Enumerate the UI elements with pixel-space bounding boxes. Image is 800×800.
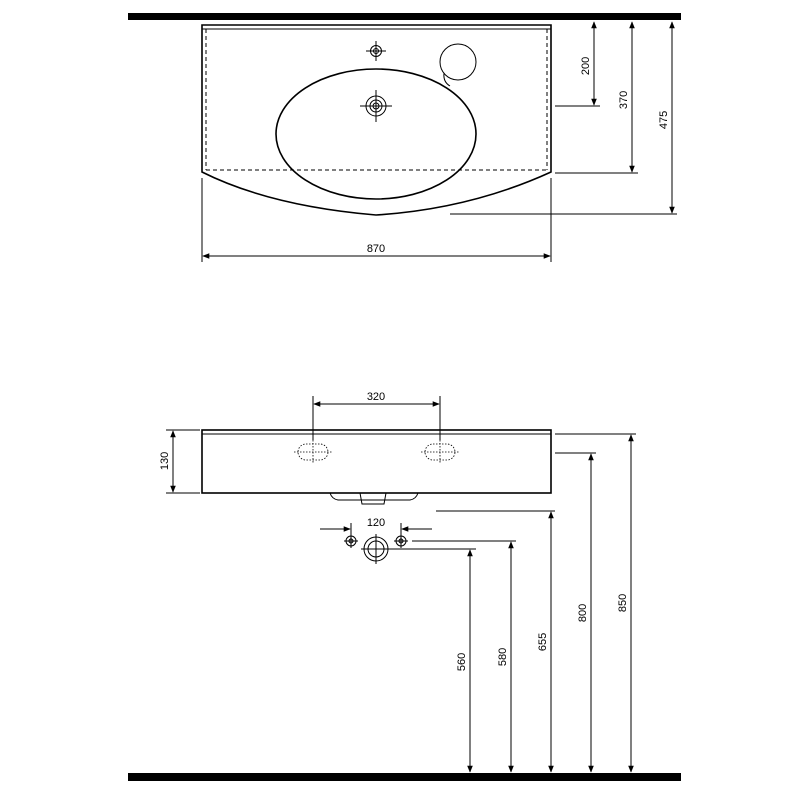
- dim-130: 130: [159, 429, 200, 494]
- cold-valve-icon: [394, 534, 408, 548]
- front-view: 320 130: [128, 391, 681, 781]
- dim-370-label: 370: [618, 91, 630, 109]
- dim-800-label: 800: [577, 604, 589, 622]
- basin-front: [201, 429, 552, 494]
- dim-655-label: 655: [537, 633, 549, 651]
- top-view: 870 200 370 475: [128, 13, 681, 262]
- dim-475: 475: [658, 21, 675, 214]
- width-dimension: 870: [201, 178, 552, 262]
- dim-560-label: 560: [456, 653, 468, 671]
- dim-370: 370: [618, 21, 635, 173]
- dim-320-label: 320: [367, 391, 385, 403]
- hot-valve-icon: [344, 534, 358, 548]
- dim-850: 850: [617, 434, 634, 773]
- dim-850-label: 850: [617, 594, 629, 612]
- dim-130-label: 130: [159, 452, 171, 470]
- overflow-slot-right: [421, 440, 459, 464]
- dim-475-label: 475: [658, 111, 670, 129]
- drain-stub: [359, 492, 387, 505]
- dim-580-label: 580: [497, 648, 509, 666]
- bowl: [275, 68, 477, 200]
- basin-outline: [201, 24, 552, 216]
- dim-320: 320: [312, 391, 441, 440]
- waste-pipe-icon: [361, 534, 391, 564]
- dim-560: 560: [456, 549, 473, 773]
- soap-holder-icon: [439, 43, 477, 87]
- dim-120-label: 120: [367, 517, 385, 529]
- dim-580: 580: [497, 541, 514, 773]
- dim-120: 120: [320, 517, 432, 534]
- drain-icon: [360, 90, 392, 122]
- dim-200-label: 200: [580, 57, 592, 75]
- dim-800: 800: [577, 453, 594, 773]
- tap-hole-icon: [366, 41, 386, 61]
- dim-655: 655: [537, 511, 554, 773]
- under-bowl: [329, 492, 419, 501]
- top-wall-bar: [128, 13, 681, 20]
- floor-bar: [128, 773, 681, 781]
- width-dim-label: 870: [367, 243, 385, 255]
- dim-200: 200: [580, 21, 597, 106]
- overflow-slot-left: [294, 440, 332, 464]
